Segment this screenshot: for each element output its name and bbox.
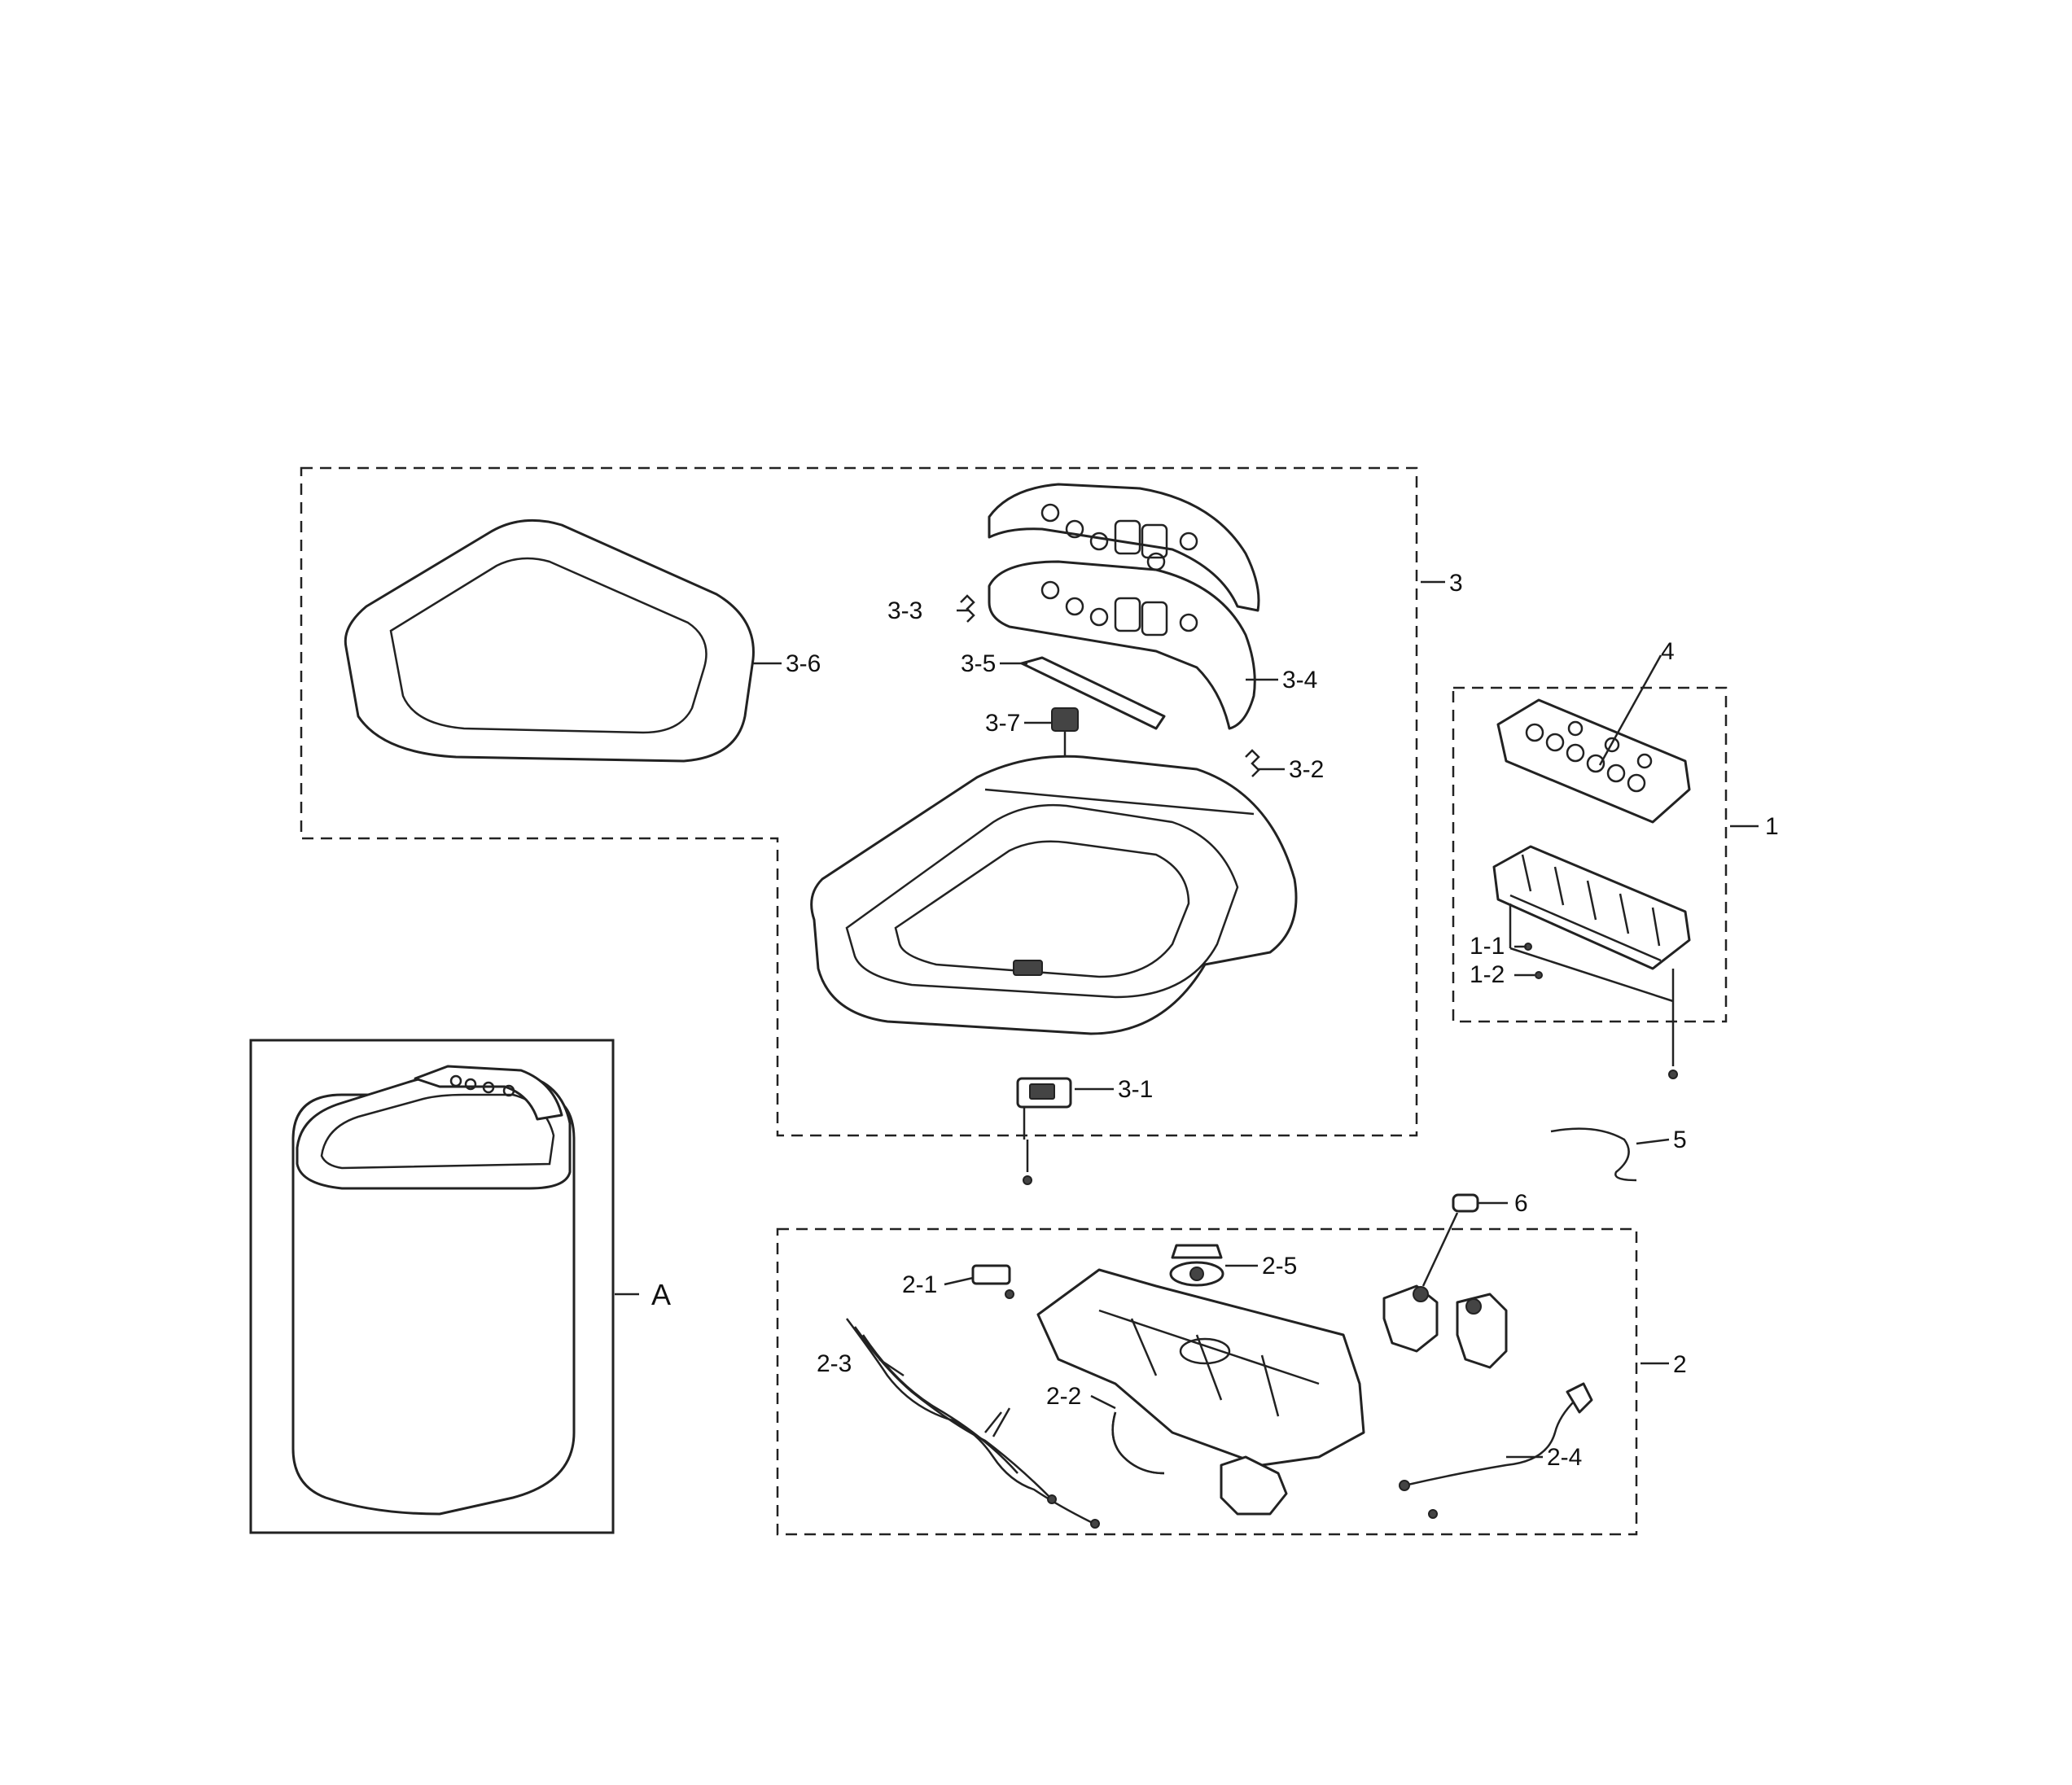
label-6: 6 — [1514, 1190, 1528, 1217]
part-base-housing — [1036, 1268, 1365, 1467]
label-3-5: 3-5 — [961, 650, 996, 677]
part-clip — [1452, 1193, 1479, 1213]
part-pump-motor — [1169, 1244, 1224, 1287]
part-inlet-valves — [1382, 1284, 1508, 1369]
label-3: 3 — [1449, 570, 1463, 597]
label-3-2: 3-2 — [1289, 756, 1324, 783]
part-top-cover — [810, 755, 1298, 1035]
label-2-3: 2-3 — [817, 1350, 852, 1377]
label-3-1: 3-1 — [1118, 1076, 1153, 1103]
part-connector — [971, 1264, 1011, 1285]
label-1-2: 1-2 — [1470, 961, 1505, 988]
group-2-boundary — [776, 1227, 1638, 1536]
label-3-3: 3-3 — [887, 597, 922, 624]
group-1-boundary — [1452, 686, 1728, 1023]
part-power-cord — [1399, 1382, 1593, 1519]
part-spring-right — [1245, 749, 1260, 777]
part-control-panel — [988, 483, 1260, 730]
part-latch — [1051, 707, 1079, 732]
label-3-6: 3-6 — [786, 650, 821, 677]
label-2-2: 2-2 — [1046, 1383, 1081, 1410]
label-5: 5 — [1673, 1127, 1687, 1153]
label-3-4: 3-4 — [1282, 667, 1317, 693]
label-a: A — [651, 1278, 671, 1311]
inset-washer-illustration — [291, 1065, 576, 1516]
part-drain-hose — [1111, 1411, 1288, 1516]
label-2: 2 — [1673, 1351, 1687, 1378]
label-2-1: 2-1 — [902, 1271, 937, 1298]
part-pcb-housing — [1492, 845, 1691, 970]
group-3-boundary — [300, 466, 1418, 1137]
part-bar — [1020, 656, 1166, 730]
part-spring-left — [960, 594, 975, 623]
label-4: 4 — [1661, 638, 1675, 665]
inset-a-box — [249, 1039, 615, 1534]
part-lid — [344, 518, 755, 763]
label-2-4: 2-4 — [1547, 1444, 1582, 1471]
leader-lines — [615, 580, 1759, 1459]
part-switch — [1016, 1077, 1072, 1185]
part-wire — [1550, 1127, 1637, 1182]
label-3-7: 3-7 — [985, 710, 1020, 737]
part-pcb-top — [1496, 698, 1691, 824]
label-1-1: 1-1 — [1470, 933, 1505, 960]
label-2-5: 2-5 — [1262, 1253, 1297, 1280]
label-1: 1 — [1765, 813, 1779, 840]
